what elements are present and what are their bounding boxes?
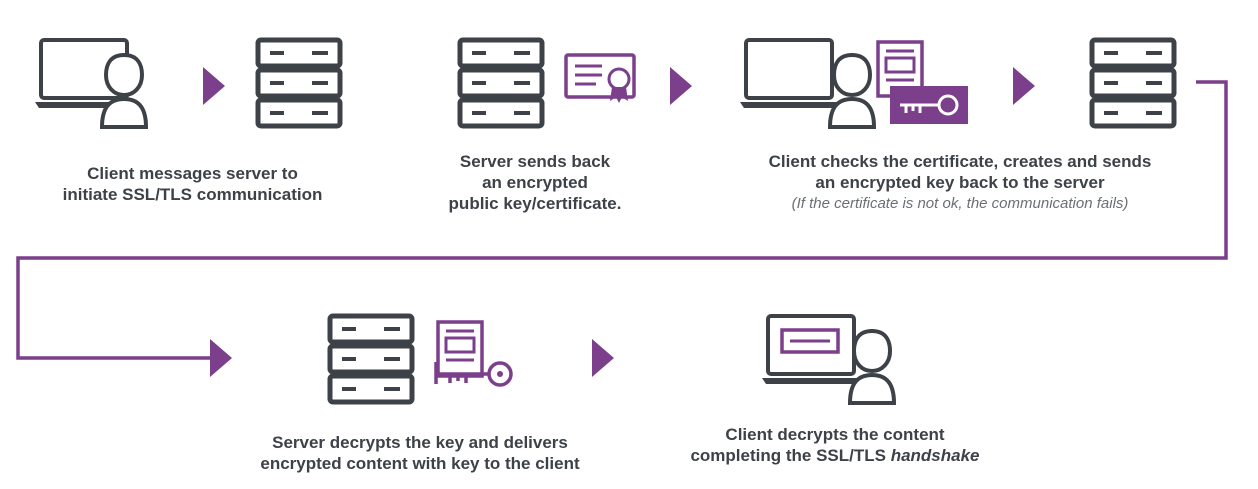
flow-connector — [16, 80, 1228, 360]
caption-emphasis: handshake — [890, 446, 980, 465]
arrow-icon — [203, 67, 225, 105]
arrow-icon — [592, 339, 614, 377]
server-icon — [1092, 40, 1174, 126]
caption-note: (If the certificate is not ok, the commu… — [791, 195, 1129, 212]
step-4-caption: Server decrypts the key and delivers enc… — [205, 432, 635, 474]
caption-line: Client checks the certificate, creates a… — [768, 152, 1152, 171]
arrow-icon — [670, 67, 692, 105]
caption-line: Client messages server to — [87, 164, 298, 183]
server-icon — [258, 40, 340, 126]
certificate-icon — [564, 53, 636, 103]
arrow-icon — [1013, 67, 1035, 105]
key-icon — [890, 86, 968, 124]
step-3-caption: Client checks the certificate, creates a… — [690, 151, 1230, 214]
laptop-icon — [760, 314, 862, 386]
user-icon — [848, 329, 896, 405]
user-icon — [100, 53, 148, 129]
step-2-caption: Server sends back an encrypted public ke… — [400, 151, 670, 214]
caption-line: Client decrypts the content — [725, 425, 945, 444]
key-icon — [434, 361, 513, 387]
caption-line: Server sends back — [459, 152, 611, 171]
caption-text: completing the SSL/TLS — [690, 446, 891, 465]
document-icon — [436, 320, 484, 378]
caption-line: an encrypted key back to the server — [815, 173, 1105, 192]
caption-line: initiate SSL/TLS communication — [62, 185, 323, 204]
user-icon — [828, 53, 876, 129]
laptop-icon — [738, 38, 840, 110]
step-5-caption: Client decrypts the content completing t… — [640, 424, 1030, 466]
arrow-icon — [210, 339, 232, 377]
caption-line: completing the SSL/TLS handshake — [640, 445, 1030, 466]
server-icon — [330, 316, 412, 402]
caption-line: public key/certificate. — [448, 194, 622, 213]
caption-line: encrypted content with key to the client — [260, 454, 580, 473]
server-icon — [460, 40, 542, 126]
step-1-caption: Client messages server to initiate SSL/T… — [20, 163, 365, 205]
caption-line: an encrypted — [482, 173, 588, 192]
caption-line: Server decrypts the key and delivers — [272, 433, 568, 452]
